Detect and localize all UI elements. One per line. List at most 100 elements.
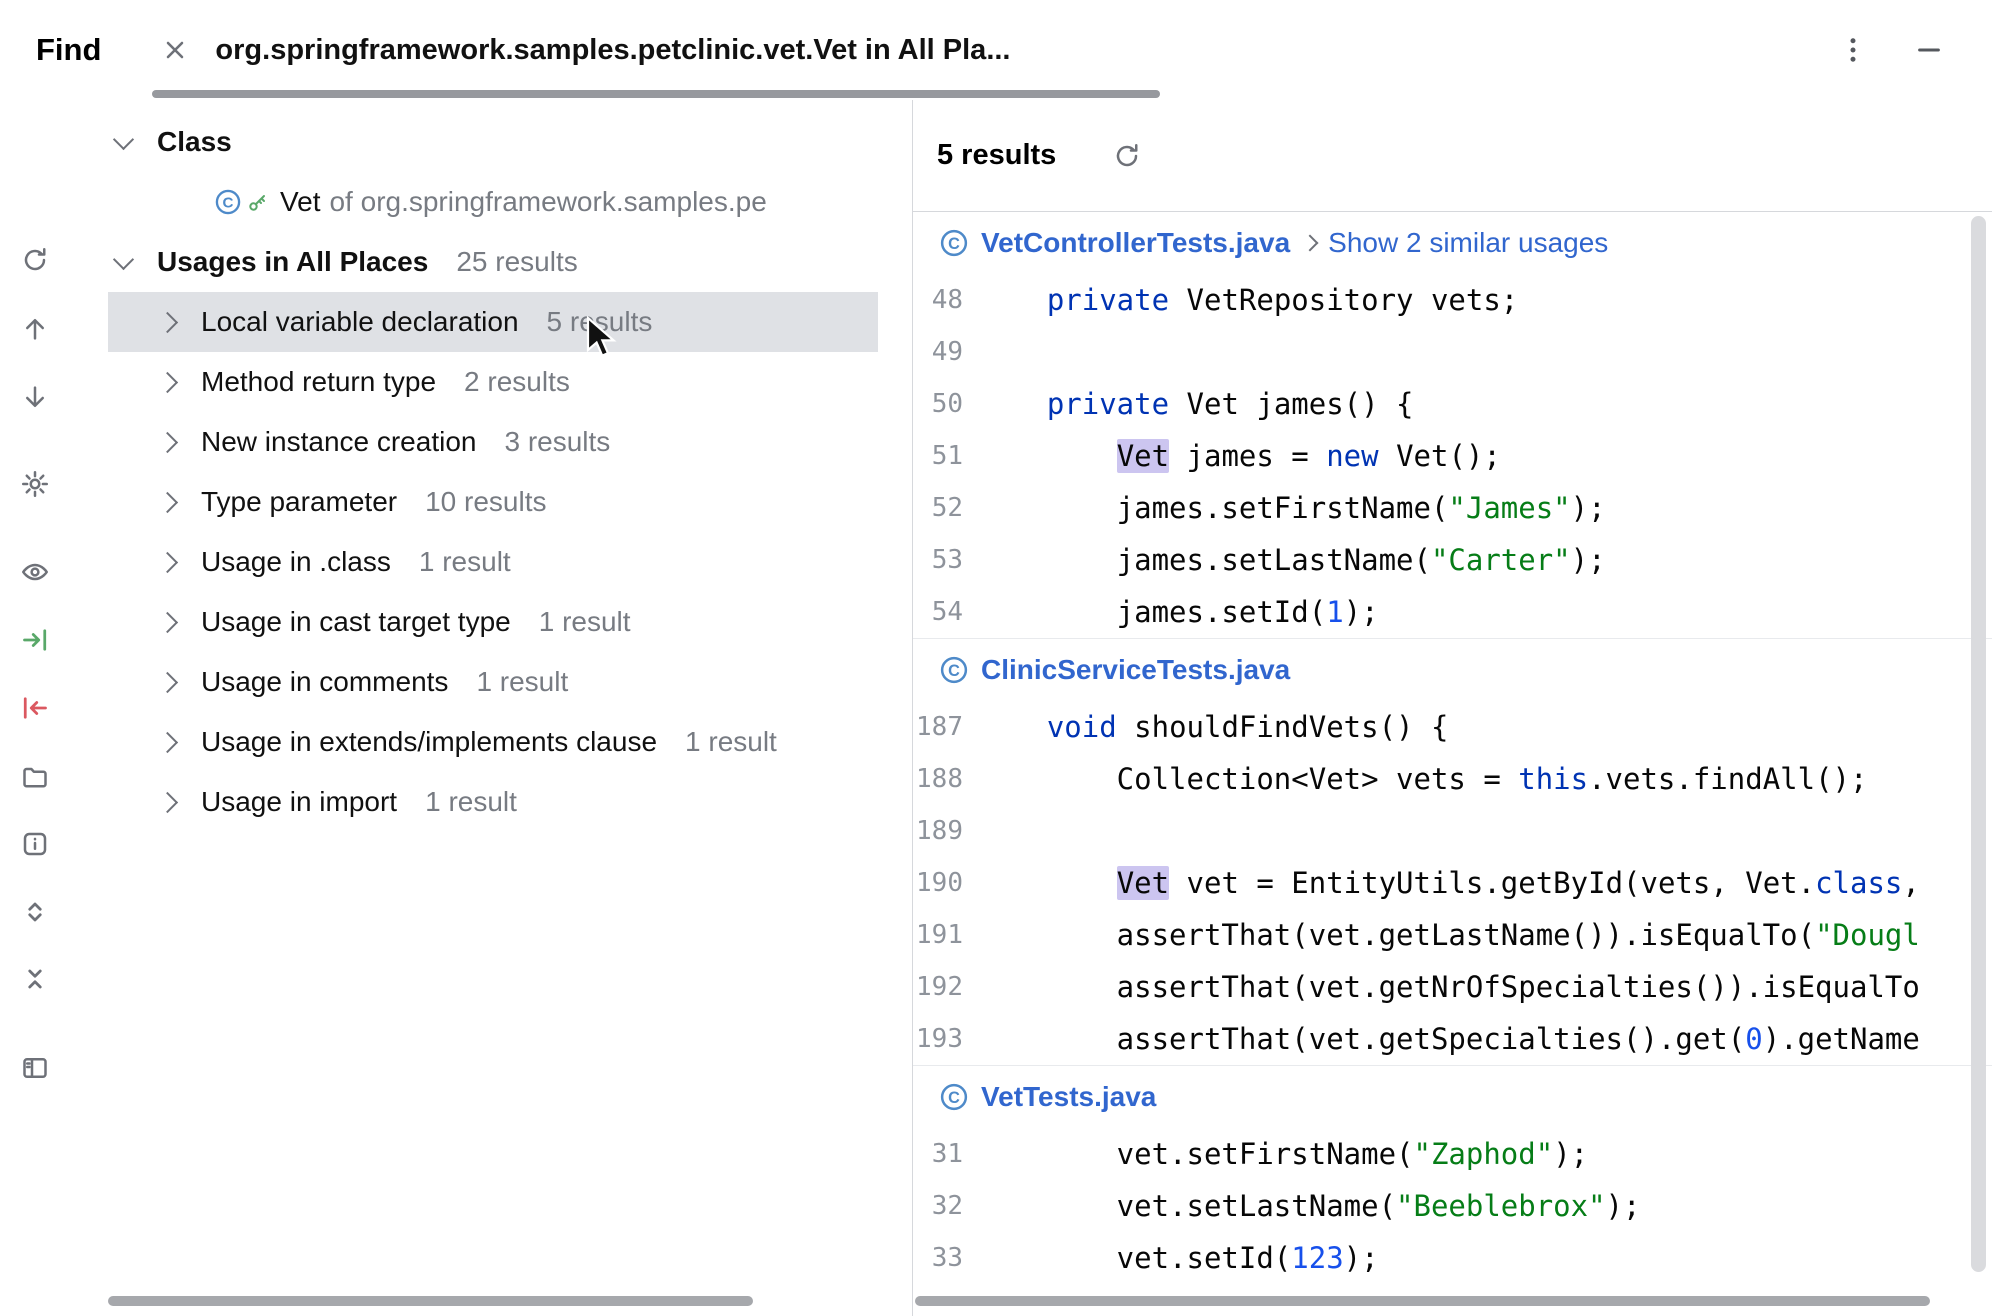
next-occurrence-icon[interactable] bbox=[16, 378, 54, 416]
chevron-right-icon[interactable] bbox=[156, 551, 179, 573]
results-count: 5 results bbox=[937, 139, 1057, 171]
dock-options-icon[interactable] bbox=[16, 1049, 54, 1087]
code-text: james.setId(1); bbox=[977, 595, 1379, 629]
chevron-right-icon[interactable] bbox=[156, 491, 179, 513]
usage-type-count: 10 results bbox=[425, 486, 547, 517]
more-options-icon[interactable] bbox=[1838, 35, 1868, 65]
collapse-all-icon[interactable] bbox=[16, 960, 54, 998]
line-number: 48 bbox=[931, 285, 963, 315]
line-number: 193 bbox=[916, 1024, 963, 1054]
preview-header: 5 results bbox=[913, 100, 1992, 212]
previous-occurrence-icon[interactable] bbox=[16, 310, 54, 348]
code-text: void shouldFindVets() { bbox=[1046, 710, 1449, 744]
class-group-row[interactable]: Class bbox=[108, 112, 908, 172]
similar-usages-link[interactable]: Show 2 similar usages bbox=[1328, 227, 1609, 258]
class-name: Vet bbox=[280, 186, 321, 217]
usage-type-label: Usage in import bbox=[201, 786, 398, 817]
code-line[interactable]: 49 bbox=[913, 326, 1992, 378]
chevron-down-icon[interactable] bbox=[112, 128, 135, 151]
code-line[interactable]: 188 Collection<Vet> vets = this.vets.fin… bbox=[913, 753, 1992, 805]
usage-type-count: 2 results bbox=[464, 366, 570, 397]
code-text: private VetRepository vets; bbox=[1046, 283, 1519, 317]
preview-panel: 5 results C VetControllerTests.java Show 2… bbox=[912, 100, 1992, 1316]
code-line[interactable]: 53 james.setLastName("Carter"); bbox=[913, 534, 1992, 586]
line-number: 31 bbox=[931, 1139, 963, 1169]
code-line[interactable]: 187 void shouldFindVets() { bbox=[913, 701, 1992, 753]
minimize-icon[interactable] bbox=[1914, 35, 1944, 65]
code-text: james.setFirstName("James"); bbox=[977, 491, 1606, 525]
autoscroll-to-source-icon[interactable] bbox=[16, 621, 54, 659]
vertical-scrollbar[interactable] bbox=[1971, 216, 1986, 1272]
preview-usages-eye-icon[interactable] bbox=[16, 553, 54, 591]
code-line[interactable]: 48 private VetRepository vets; bbox=[913, 274, 1992, 326]
class-item-row[interactable]: C Vet of org.springframework.samples.pe bbox=[108, 172, 908, 232]
usage-type-row[interactable]: Usage in extends/implements clause 1 resu… bbox=[108, 712, 908, 772]
settings-gear-icon[interactable] bbox=[16, 465, 54, 503]
code-line[interactable]: 193 assertThat(vet.getSpecialties().get(… bbox=[913, 1013, 1992, 1065]
code-text: Vet james = new Vet(); bbox=[1116, 439, 1501, 473]
svg-text:C: C bbox=[948, 235, 960, 253]
line-number: 191 bbox=[916, 920, 963, 950]
code-text: private Vet james() { bbox=[1046, 387, 1414, 421]
line-number: 51 bbox=[931, 441, 963, 471]
usage-type-label: Type parameter bbox=[201, 486, 398, 517]
chevron-right-icon[interactable] bbox=[156, 611, 179, 633]
class-icon: C bbox=[214, 188, 242, 216]
file-header: C VetControllerTests.java Show 2 similar u… bbox=[913, 212, 1992, 274]
usage-type-count: 1 result bbox=[685, 726, 777, 757]
line-number: 52 bbox=[931, 493, 963, 523]
code-line[interactable]: 31 vet.setFirstName("Zaphod"); bbox=[913, 1128, 1992, 1180]
chevron-right-icon[interactable] bbox=[156, 791, 179, 813]
class-qualifier: of org.springframework.samples.pe bbox=[329, 186, 767, 217]
code-line[interactable]: 51 Vet james = new Vet(); bbox=[913, 430, 1992, 482]
file-link[interactable]: VetControllerTests.java bbox=[981, 227, 1291, 258]
code-text: assertThat(vet.getSpecialties().get(0).g… bbox=[977, 1022, 1920, 1056]
line-number: 49 bbox=[931, 337, 963, 367]
autoscroll-from-source-icon[interactable] bbox=[16, 689, 54, 727]
chevron-right-icon[interactable] bbox=[156, 371, 179, 393]
refresh-icon[interactable] bbox=[1112, 141, 1142, 171]
code-line[interactable]: 54 james.setId(1); bbox=[913, 586, 1992, 638]
usage-section: C VetControllerTests.java Show 2 similar u… bbox=[913, 212, 1992, 638]
usage-type-label: Usage in extends/implements clause bbox=[201, 726, 658, 757]
chevron-right-icon[interactable] bbox=[156, 431, 179, 453]
group-by-directory-icon[interactable] bbox=[16, 758, 54, 796]
code-line[interactable]: 191 assertThat(vet.getLastName()).isEqua… bbox=[913, 909, 1992, 961]
tab-scrollbar[interactable] bbox=[152, 90, 1160, 98]
usage-type-row[interactable]: Type parameter 10 results bbox=[108, 472, 908, 532]
file-link[interactable]: VetTests.java bbox=[981, 1081, 1157, 1112]
show-usage-info-icon[interactable] bbox=[16, 825, 54, 863]
code-text: vet.setFirstName("Zaphod"); bbox=[977, 1137, 1589, 1171]
usages-group-label: Usages in All Places bbox=[157, 246, 429, 277]
close-tab-icon[interactable] bbox=[161, 36, 189, 64]
tree-horizontal-scrollbar[interactable] bbox=[108, 1296, 753, 1306]
chevron-right-icon[interactable] bbox=[156, 311, 179, 333]
chevron-right-icon[interactable] bbox=[156, 671, 179, 693]
preview-horizontal-scrollbar[interactable] bbox=[915, 1296, 1930, 1306]
expand-all-icon[interactable] bbox=[16, 893, 54, 931]
code-line[interactable]: 50 private Vet james() { bbox=[913, 378, 1992, 430]
code-line[interactable]: 190 Vet vet = EntityUtils.getById(vets, … bbox=[913, 857, 1992, 909]
search-tab[interactable]: org.springframework.samples.petclinic.ve… bbox=[101, 34, 1011, 67]
code-line[interactable]: 189 bbox=[913, 805, 1992, 857]
usages-group-row[interactable]: Usages in All Places 25 results bbox=[108, 232, 908, 292]
line-number: 187 bbox=[916, 712, 963, 742]
code-line[interactable]: 33 vet.setId(123); bbox=[913, 1232, 1992, 1284]
chevron-right-icon[interactable] bbox=[156, 731, 179, 753]
rerun-icon[interactable] bbox=[16, 241, 54, 279]
code-text: vet.setId(123); bbox=[977, 1241, 1379, 1275]
code-line[interactable]: 52 james.setFirstName("James"); bbox=[913, 482, 1992, 534]
file-link[interactable]: ClinicServiceTests.java bbox=[981, 654, 1291, 685]
code-line[interactable]: 192 assertThat(vet.getNrOfSpecialties())… bbox=[913, 961, 1992, 1013]
chevron-down-icon[interactable] bbox=[112, 248, 135, 271]
code-line[interactable]: 32 vet.setLastName("Beeblebrox"); bbox=[913, 1180, 1992, 1232]
